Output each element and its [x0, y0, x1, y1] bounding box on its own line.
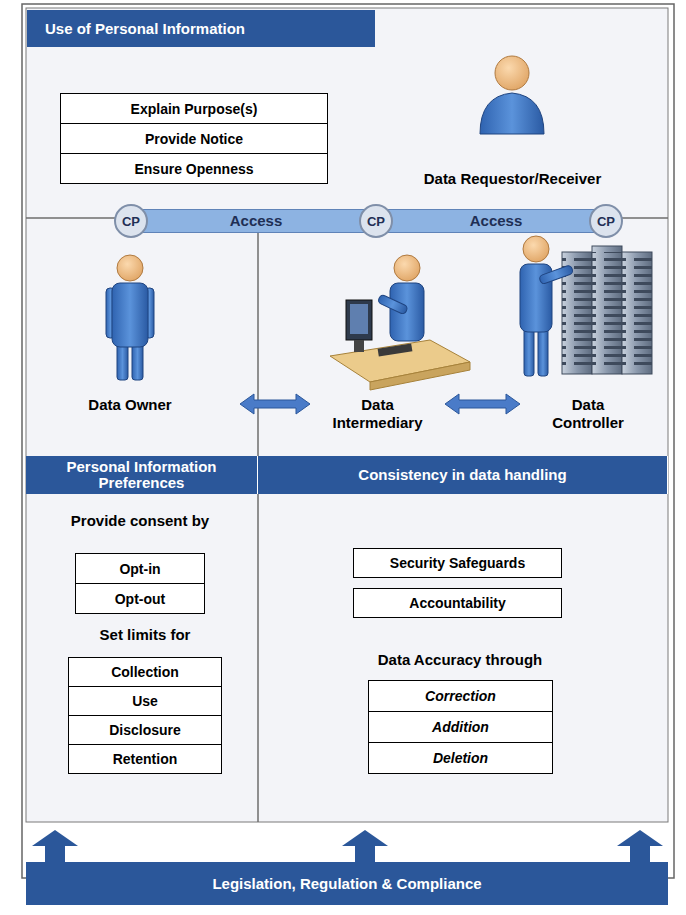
frame: [26, 8, 668, 822]
up-arrows: [32, 830, 78, 862]
checkpoint-circle: CP: [589, 204, 623, 238]
node-text: CP: [367, 214, 385, 229]
controller-icon: [622, 258, 652, 368]
intermediary-icon: [378, 343, 413, 356]
item-box: Addition: [368, 711, 553, 743]
controller-icon: [524, 328, 534, 376]
item-box: Opt-in: [75, 553, 205, 584]
intermediary-icon: [330, 255, 470, 390]
requestor-icon: [480, 93, 544, 134]
node-text: Use: [132, 693, 158, 709]
section-label: Data Accuracy through: [378, 651, 542, 668]
up-arrows: [32, 830, 663, 862]
controller-icon: [520, 236, 652, 376]
item-box: Security Safeguards: [353, 548, 562, 578]
node-text: Addition: [432, 719, 489, 735]
intermediary-icon: [346, 300, 372, 340]
node-text: Correction: [425, 688, 496, 704]
node-text: Consistency in data handling: [358, 467, 566, 483]
node-text: Data Intermediary: [328, 396, 428, 432]
actor-node: Data Intermediary: [310, 396, 445, 446]
node-text: Opt-out: [115, 591, 166, 607]
owner-icon: [117, 342, 128, 380]
actor-label: Data Requestor/Receiver: [395, 165, 630, 191]
requestor-icon: [495, 56, 529, 90]
item-box: Retention: [68, 744, 222, 774]
up-arrows: [617, 830, 663, 862]
intermediary-icon: [370, 362, 470, 390]
frame: [22, 4, 674, 878]
node-text: CP: [122, 214, 140, 229]
controller-icon: [592, 252, 622, 368]
controller-icon: [539, 265, 574, 285]
double-arrow: [240, 394, 310, 414]
intermediary-icon: [394, 255, 420, 281]
item-box: Ensure Openness: [60, 153, 328, 184]
node-text: Opt-in: [119, 561, 160, 577]
up-arrows: [342, 830, 388, 862]
intermediary-icon: [377, 294, 408, 315]
node-text: Legislation, Regulation & Compliance: [212, 875, 481, 892]
node-text: Retention: [113, 751, 178, 767]
double-arrow: [445, 394, 520, 414]
item-box: Deletion: [368, 742, 553, 774]
intermediary-icon: [350, 304, 368, 334]
node-text: Deletion: [433, 750, 488, 766]
node-text: Disclosure: [109, 722, 181, 738]
item-box: Provide Notice: [60, 123, 328, 154]
requestor-icon: [480, 56, 544, 134]
actor-node: Data Controller: [520, 396, 656, 446]
node-text: Security Safeguards: [390, 555, 525, 571]
section-label: Provide consent by: [71, 512, 209, 529]
owner-icon: [132, 342, 143, 380]
node-text: Collection: [111, 664, 179, 680]
legislation-bar: Legislation, Regulation & Compliance: [26, 862, 668, 905]
node-text: Personal Information Preferences: [32, 459, 251, 491]
intermediary-icon: [354, 340, 364, 352]
node-text: Data Requestor/Receiver: [424, 170, 602, 187]
actor-node: Data Owner: [20, 396, 240, 446]
owner-icon: [112, 283, 148, 347]
section-band: Personal Information Preferences: [26, 456, 258, 494]
section-band: Consistency in data handling: [258, 456, 668, 494]
item-box: Opt-out: [75, 583, 205, 614]
checkpoint-circle: CP: [359, 204, 393, 238]
node-text: Accountability: [409, 595, 505, 611]
item-box: Explain Purpose(s): [60, 93, 328, 124]
intermediary-icon: [390, 283, 424, 341]
node-text: CP: [597, 214, 615, 229]
item-box: Accountability: [353, 588, 562, 618]
item-box: Collection: [68, 657, 222, 687]
header-band: Use of Personal Information: [27, 10, 375, 47]
item-box: Correction: [368, 680, 553, 712]
item-box: Disclosure: [68, 715, 222, 745]
node-text: Provide Notice: [145, 131, 243, 147]
owner-icon: [106, 255, 154, 380]
node-text: Data Owner: [88, 396, 171, 414]
node-text: Ensure Openness: [134, 161, 253, 177]
controller-icon: [523, 236, 549, 262]
controller-icon: [538, 328, 548, 376]
frame: [22, 4, 674, 878]
access-bar: AccessAccessCPCPCP: [130, 209, 605, 233]
access-label: Access: [206, 210, 306, 232]
node-text: Explain Purpose(s): [131, 101, 258, 117]
frame: [257, 232, 259, 822]
access-label: Access: [446, 210, 546, 232]
controller-icon: [592, 246, 622, 374]
checkpoint-circle: CP: [114, 204, 148, 238]
node-text: Use of Personal Information: [45, 20, 245, 37]
section-label: Set limits for: [100, 626, 191, 643]
node-text: Data Controller: [538, 396, 638, 432]
owner-icon: [117, 255, 143, 281]
controller-icon: [622, 252, 652, 374]
item-box: Use: [68, 686, 222, 716]
